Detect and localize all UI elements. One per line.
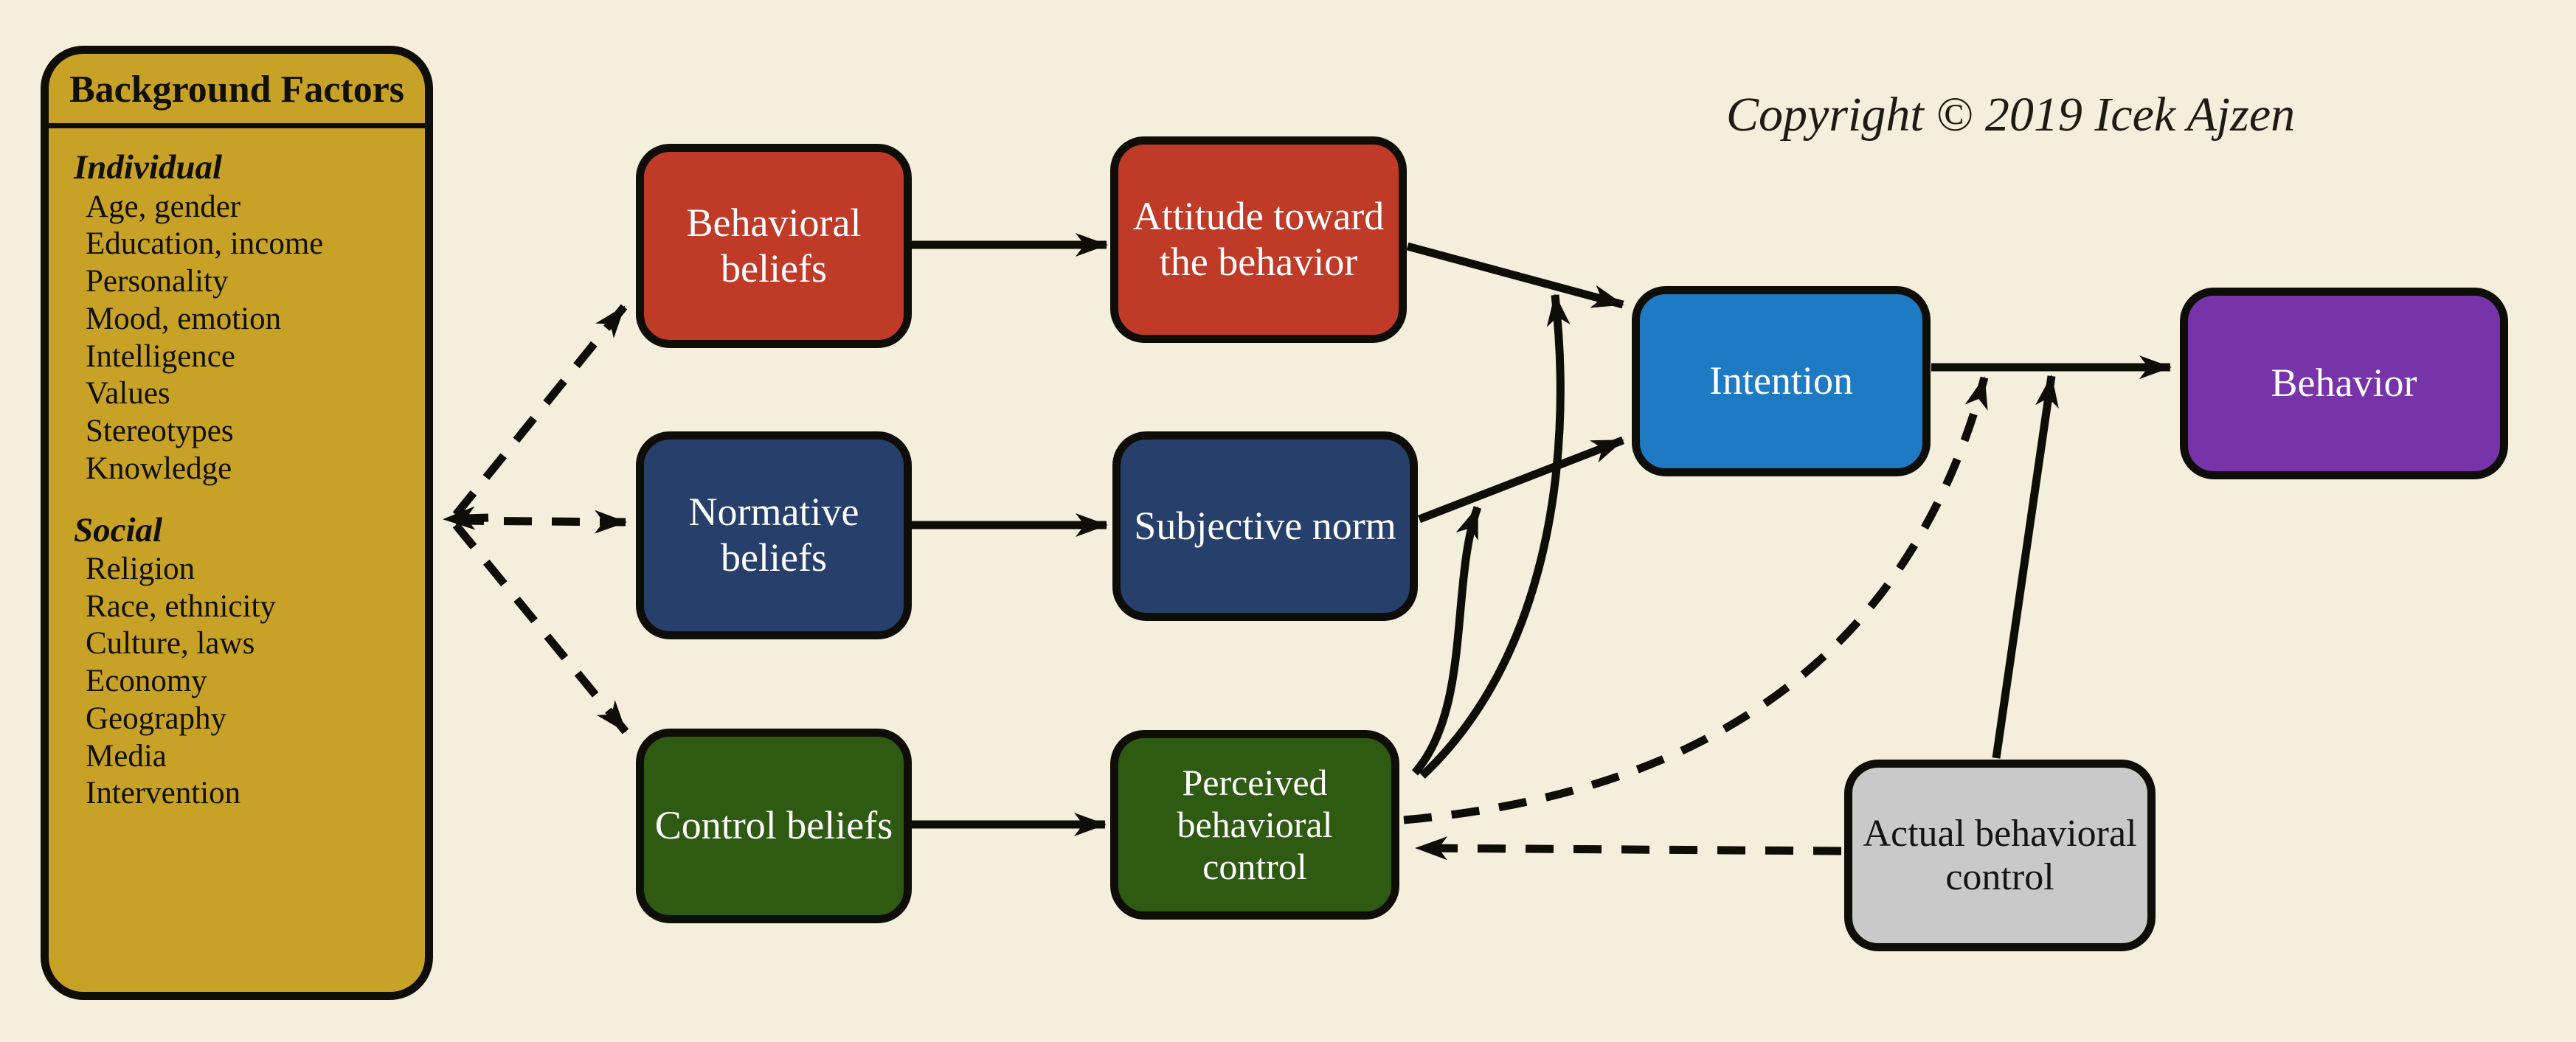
edge-subjective-to-intention [1418, 436, 1624, 524]
edge-background-to-behavioral [452, 304, 628, 518]
behavioral-beliefs-box: Behavioral beliefs [636, 144, 912, 348]
intention-box: Intention [1632, 286, 1931, 476]
edge-actual-to-intention-behavior-link [1992, 375, 2059, 759]
actual-behavioral-control-box: Actual behavioral control [1844, 760, 2156, 951]
behavior-box: Behavior [2180, 288, 2508, 479]
control-beliefs-box: Control beliefs [636, 729, 912, 923]
background-factors-box: Background Factors Individual Age, gende… [41, 46, 433, 1000]
edge-background-to-normative [455, 510, 627, 534]
attitude-toward-the-behavior-box: Attitude toward the behavior [1110, 136, 1407, 343]
edge-attitude-to-intention [1406, 242, 1624, 309]
list-item: Intervention [86, 776, 241, 811]
background-factors-title: Background Factors [49, 54, 425, 129]
list-item: Geography [86, 701, 227, 736]
edge-background-to-control [452, 522, 629, 734]
individual-heading: Individual [74, 148, 223, 187]
edge-pbc-to-intention-curve-1 [1411, 506, 1482, 776]
list-item: Mood, emotion [86, 301, 282, 336]
list-item: Personality [86, 264, 229, 299]
list-item: Education, income [86, 226, 324, 262]
subjective-norm-box: Subjective norm [1112, 431, 1418, 621]
edge-actual-to-pbc [1415, 836, 1842, 861]
list-item: Stereotypes [86, 414, 234, 449]
list-item: Values [86, 376, 170, 411]
social-heading: Social [74, 510, 163, 549]
list-item: Race, ethnicity [86, 588, 276, 624]
list-item: Economy [86, 664, 207, 699]
list-item: Intelligence [86, 338, 235, 374]
copyright-text: Copyright © 2019 Icek Ajzen [1726, 88, 2296, 142]
edge-fan-to-background-factors [443, 506, 489, 530]
list-item: Age, gender [86, 189, 241, 224]
list-item: Media [86, 738, 167, 774]
list-item: Knowledge [86, 451, 232, 486]
edge-pbc-to-intention-curve-2 [1419, 294, 1571, 779]
list-item: Religion [86, 552, 195, 587]
perceived-behavioral-control-box: Perceived behavioral control [1110, 730, 1399, 920]
normative-beliefs-box: Normative beliefs [636, 431, 912, 639]
list-item: Culture, laws [86, 626, 255, 661]
